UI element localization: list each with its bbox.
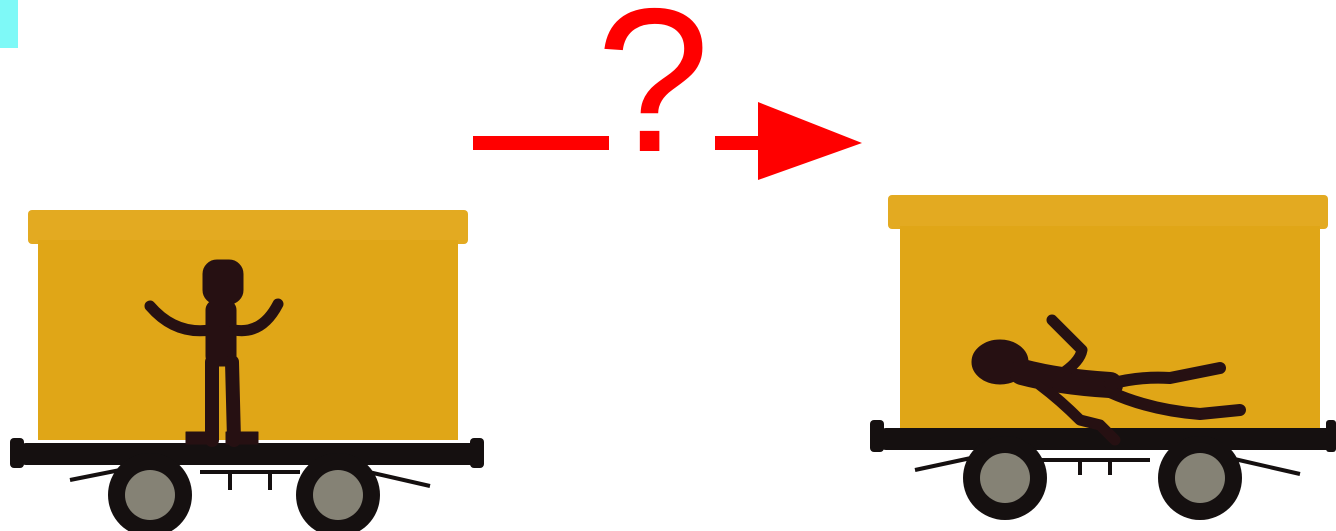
right-wagon xyxy=(870,195,1336,520)
question-mark: ? xyxy=(596,0,710,183)
wheel-icon xyxy=(963,436,1047,520)
left-wagon xyxy=(10,210,484,531)
wheel-icon xyxy=(1158,436,1242,520)
